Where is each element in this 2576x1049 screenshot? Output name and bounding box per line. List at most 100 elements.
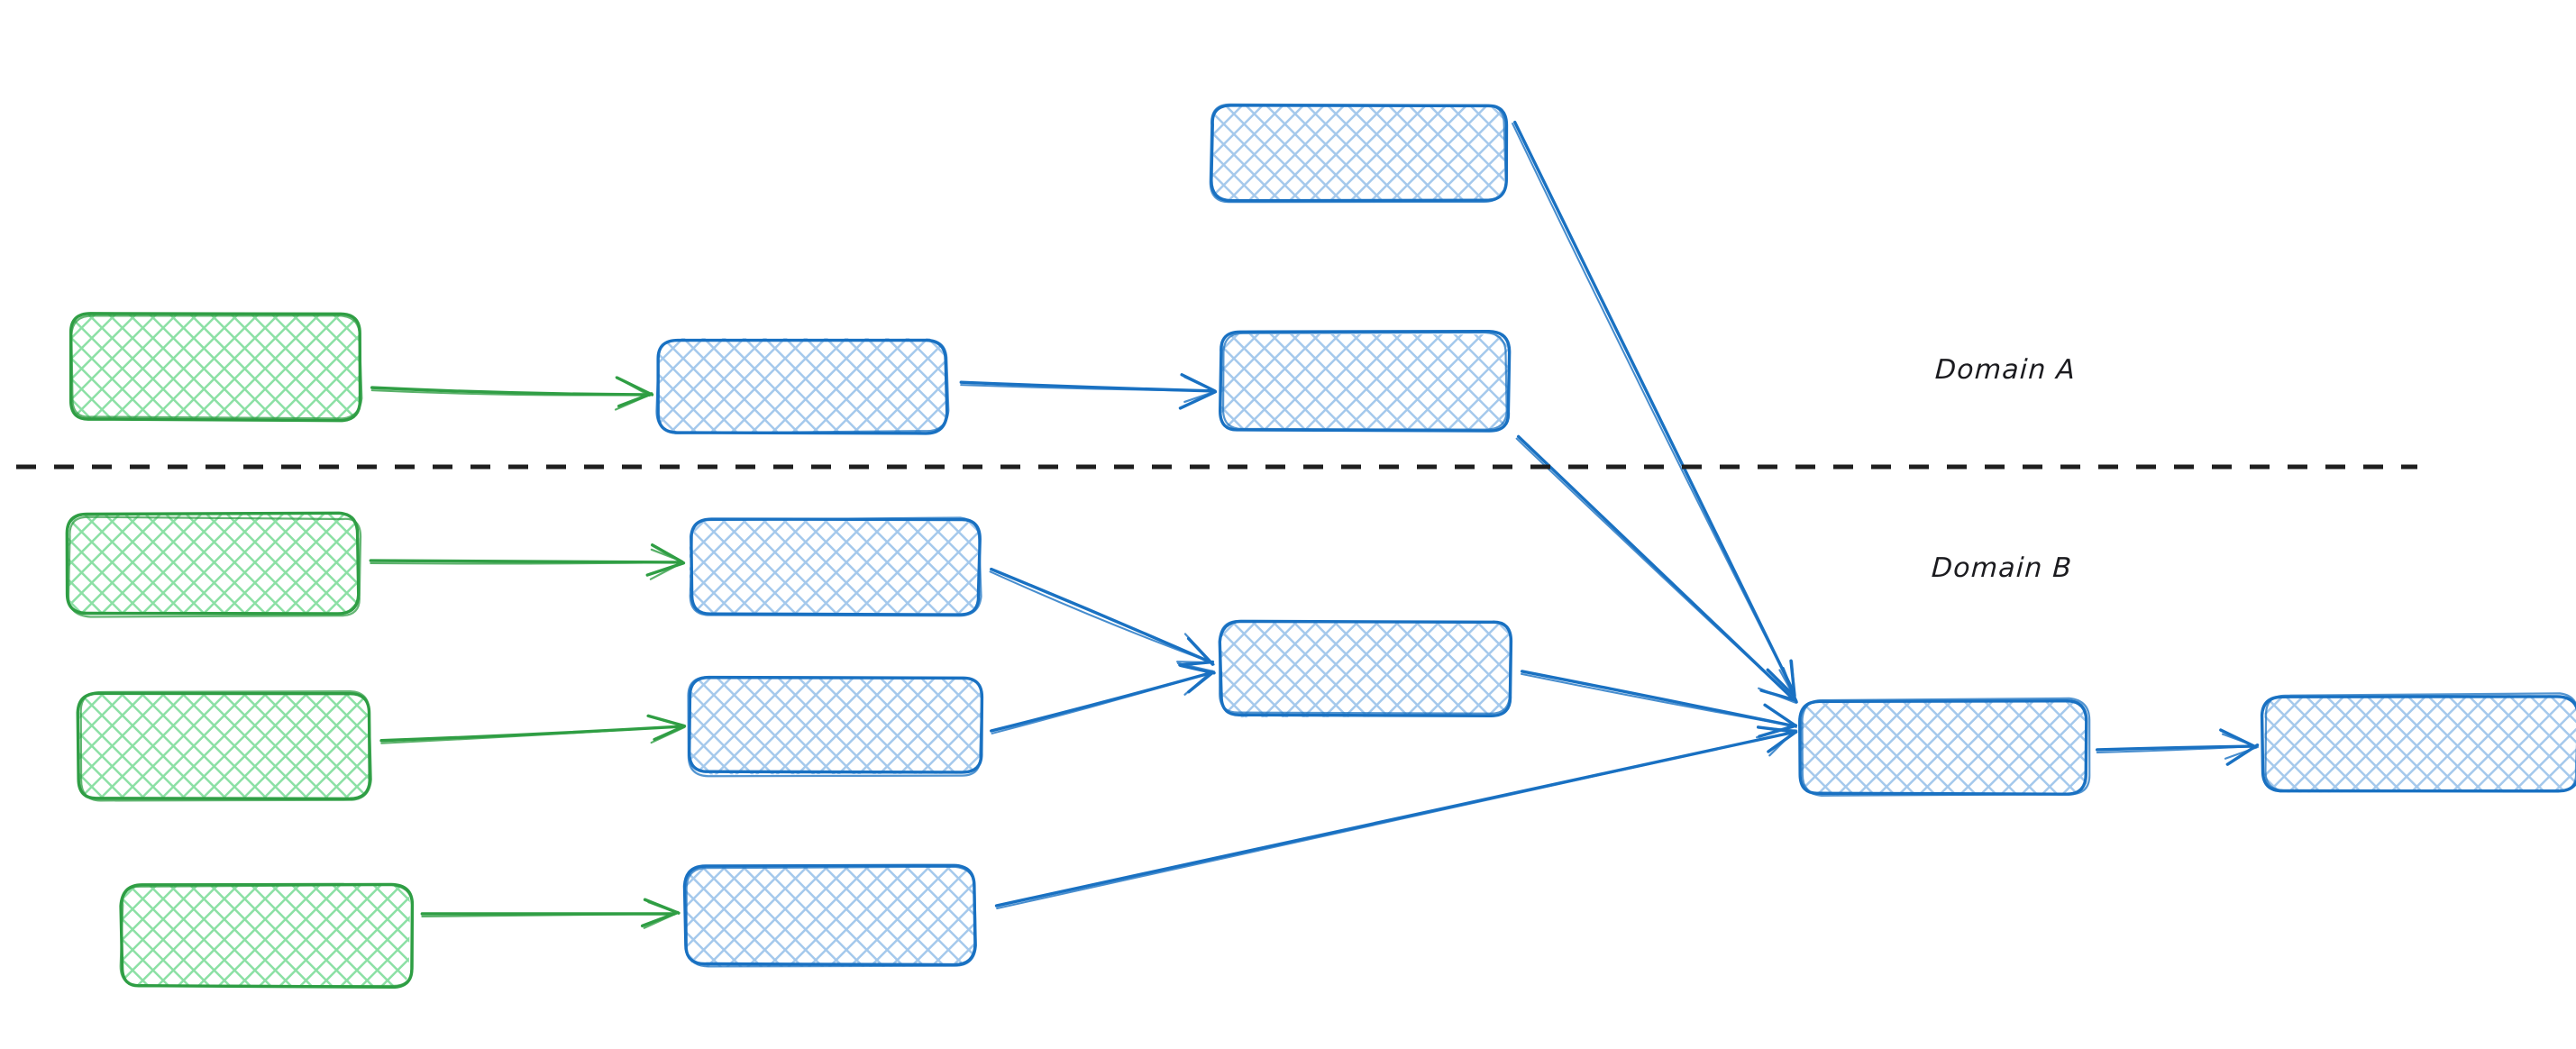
edge-layer <box>369 120 2260 929</box>
edge-e-sink-out[interactable] <box>2096 728 2260 766</box>
edge-e-green-b3[interactable] <box>420 898 681 929</box>
edge-shaft <box>370 561 681 565</box>
edge-e-green-a1[interactable] <box>370 376 654 411</box>
edge-arrowhead <box>1758 687 1796 704</box>
edge-shaft <box>989 570 1211 663</box>
edge-arrowhead <box>653 724 687 742</box>
node-outline-echo <box>689 516 982 617</box>
node-fill <box>79 692 370 799</box>
edge-shaft <box>1521 672 1794 727</box>
node-fill <box>685 865 976 967</box>
edge-shaft <box>960 384 1212 392</box>
edge-shaft <box>2096 745 2254 753</box>
label-domain-a: Domain A <box>1934 354 2077 386</box>
node-fill <box>1800 700 2088 796</box>
node-blue-a0[interactable] <box>1209 103 1509 204</box>
edge-shaft <box>421 913 675 917</box>
node-blue-b1[interactable] <box>689 516 982 617</box>
edge-arrowhead <box>615 376 651 397</box>
edge-e-b2-merge[interactable] <box>990 661 1216 734</box>
edge-shaft <box>370 386 649 397</box>
node-outline-echo <box>687 676 983 778</box>
edge-shaft <box>1513 120 1795 695</box>
node-fill <box>690 677 982 775</box>
node-fill <box>2264 695 2576 793</box>
node-outline-echo <box>79 690 372 802</box>
edge-arrowhead <box>1778 669 1798 702</box>
edge-arrowhead <box>1176 661 1216 673</box>
node-outline-echo <box>67 515 362 618</box>
node-green-b1[interactable] <box>65 511 362 618</box>
node-outline-echo <box>1209 103 1507 204</box>
node-blue-merge[interactable] <box>1218 619 1513 718</box>
edge-e-b3-sink[interactable] <box>994 725 1798 909</box>
node-fill <box>658 338 946 434</box>
edge-e-a2-sink[interactable] <box>1515 434 1798 704</box>
edge-arrowhead <box>650 725 686 744</box>
edge-arrowhead <box>1183 670 1213 696</box>
edge-shaft <box>370 389 649 397</box>
edge-arrowhead <box>614 393 653 411</box>
node-blue-b3[interactable] <box>682 863 977 968</box>
node-blue-a1[interactable] <box>655 338 950 435</box>
edge-shaft <box>1515 437 1795 700</box>
node-fill <box>120 885 410 987</box>
node-outline <box>1210 104 1509 203</box>
label-domain-b: Domain B <box>1931 552 2074 584</box>
edge-arrowhead <box>2224 745 2260 760</box>
edge-arrowhead <box>1178 390 1218 410</box>
node-outline-echo <box>70 315 363 420</box>
edge-e-merge-sink[interactable] <box>1520 670 1798 739</box>
edge-arrowhead <box>2221 733 2257 748</box>
edge-shaft <box>996 731 1794 909</box>
node-outline <box>69 312 362 423</box>
edge-arrowhead <box>1183 376 1216 392</box>
edge-arrowhead <box>1179 663 1216 675</box>
node-outline-echo <box>1219 619 1512 715</box>
edge-arrowhead <box>647 900 680 915</box>
node-blue-a2[interactable] <box>1219 329 1512 433</box>
node-outline <box>1219 329 1512 433</box>
edge-arrowhead <box>1766 668 1796 698</box>
node-fill <box>1219 621 1511 718</box>
edge-e-green-b2[interactable] <box>379 714 687 744</box>
node-outline-echo <box>685 865 977 968</box>
node-outline-echo <box>2264 692 2576 792</box>
edge-shaft <box>380 725 681 744</box>
edge-arrowhead <box>1183 390 1218 404</box>
edge-shaft <box>991 672 1211 734</box>
node-blue-b2[interactable] <box>687 675 984 778</box>
edge-arrowhead <box>649 561 685 580</box>
node-fill <box>69 514 360 615</box>
node-green-b3[interactable] <box>119 882 415 990</box>
node-blue-out[interactable] <box>2260 692 2576 793</box>
edge-arrowhead <box>1176 661 1213 664</box>
node-fill <box>689 519 982 616</box>
edge-arrowhead <box>1768 729 1796 757</box>
edge-shaft <box>1520 670 1794 727</box>
node-green-b2[interactable] <box>76 690 372 802</box>
node-fill <box>1220 333 1510 432</box>
edge-arrowhead <box>650 548 684 563</box>
node-outline-echo <box>1801 697 2091 797</box>
edge-e-b1-merge[interactable] <box>989 567 1215 667</box>
edge-arrowhead <box>646 715 685 727</box>
edge-e-a1-a2[interactable] <box>959 373 1218 410</box>
edge-arrowhead <box>1790 660 1796 698</box>
node-outline-echo <box>1221 331 1508 431</box>
edge-arrowhead <box>1183 633 1215 666</box>
edge-arrowhead <box>1761 726 1798 732</box>
node-blue-sink[interactable] <box>1798 697 2091 797</box>
edge-e-green-b1[interactable] <box>369 543 686 580</box>
edge-shaft <box>990 567 1212 664</box>
node-layer <box>65 103 2576 990</box>
edge-arrowhead <box>1768 707 1797 728</box>
node-fill <box>1210 105 1505 200</box>
node-green-a1[interactable] <box>69 312 363 423</box>
node-outline-echo <box>119 883 414 988</box>
edge-arrowhead <box>643 912 679 929</box>
edge-shaft <box>1512 123 1795 694</box>
edge-e-a0-sink[interactable] <box>1512 120 1796 698</box>
